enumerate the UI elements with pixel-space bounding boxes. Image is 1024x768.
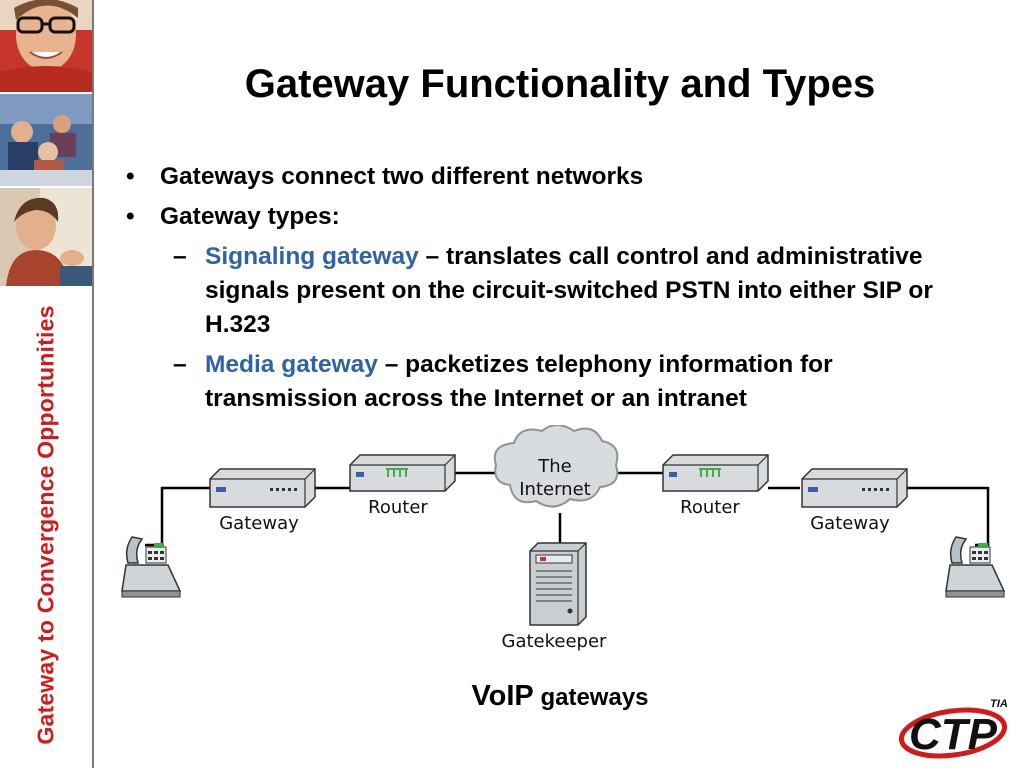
man-portrait-image	[0, 0, 92, 92]
diagram-caption: VoIP gateways	[420, 680, 700, 713]
router-icon-left	[349, 454, 456, 492]
sidebar-photo-2	[0, 94, 92, 186]
gateway-icon-right	[801, 468, 908, 508]
phone-icon	[945, 536, 1006, 598]
sidebar-title-container: Gateway to Convergence Opportunities	[0, 290, 92, 760]
gateway-icon-left	[209, 468, 316, 508]
bullet-mark: •	[126, 163, 135, 190]
phone-icon	[121, 536, 182, 598]
cloud-label-line-1: The	[537, 456, 571, 477]
sidebar-title: Gateway to Convergence Opportunities	[32, 305, 59, 745]
connection-lines	[145, 471, 990, 547]
bullet-mark: •	[126, 203, 135, 230]
term-media-gateway: Media gateway	[205, 351, 378, 378]
bullet-item: • Gateway types:	[118, 200, 958, 234]
woman-portrait-image	[0, 188, 92, 286]
sub-bullet-text: – translates call control and administra…	[205, 243, 933, 338]
dash-mark: –	[173, 243, 187, 270]
sub-bullet-item: – Signaling gateway – translates call co…	[118, 240, 958, 342]
dash-mark: –	[173, 351, 187, 378]
bullet-list: • Gateways connect two different network…	[118, 160, 958, 422]
router-right-label: Router	[680, 497, 740, 518]
classroom-image	[0, 94, 92, 186]
sidebar-photo-3	[0, 188, 92, 286]
voip-network-diagram: Gateway Router The Internet Router Gatew…	[121, 425, 1006, 652]
bullet-text: Gateways connect two different networks	[160, 163, 644, 190]
sidebar: Gateway to Convergence Opportunities	[0, 0, 94, 768]
router-left-label: Router	[368, 497, 428, 518]
cloud-label-line-2: Internet	[519, 479, 590, 500]
slide-title: Gateway Functionality and Types	[244, 62, 876, 106]
ctp-logo: CTP TIA	[898, 698, 1008, 759]
router-icon-right	[662, 454, 769, 492]
gateway-right-label: Gateway	[810, 513, 890, 534]
bullet-text: Gateway types:	[160, 203, 340, 230]
sidebar-photo-1	[0, 0, 92, 92]
caption-main: VoIP	[471, 680, 534, 712]
gatekeeper-server-icon	[529, 542, 587, 626]
sub-bullet-text: – packetizes telephony information for t…	[205, 351, 833, 412]
logo-text: CTP	[909, 710, 998, 759]
internet-cloud-icon	[493, 425, 619, 508]
bullet-item: • Gateways connect two different network…	[118, 160, 958, 194]
gatekeeper-label: Gatekeeper	[502, 631, 608, 652]
logo-superscript: TIA	[990, 698, 1008, 710]
term-signaling-gateway: Signaling gateway	[205, 243, 419, 270]
caption-rest: gateways	[533, 684, 649, 711]
sub-bullet-item: – Media gateway – packetizes telephony i…	[118, 348, 958, 416]
gateway-left-label: Gateway	[219, 513, 299, 534]
